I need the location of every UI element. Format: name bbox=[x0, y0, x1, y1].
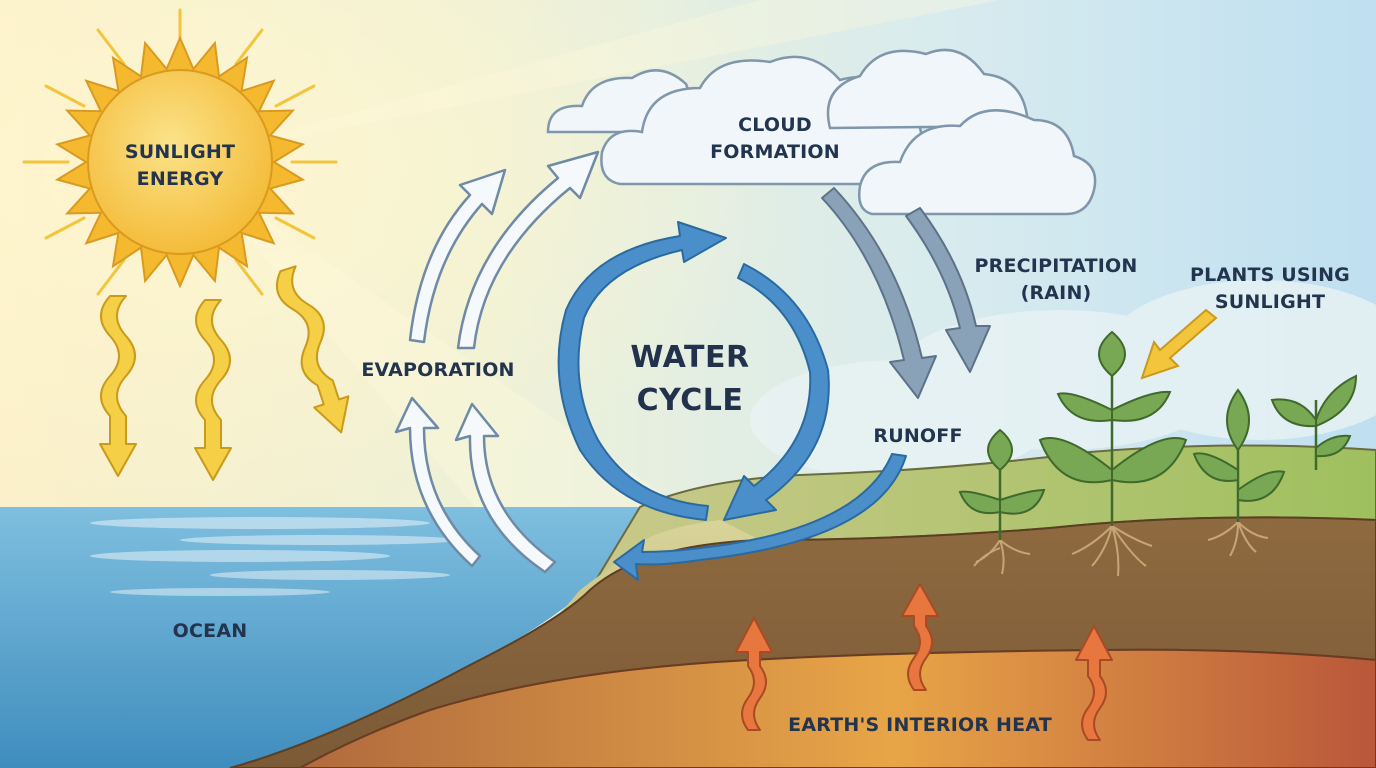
cycle-arrow-left bbox=[557, 221, 727, 521]
cloud-back bbox=[826, 48, 1030, 130]
sun bbox=[22, 8, 338, 296]
cycle-arrow-right bbox=[723, 263, 830, 521]
runoff-arrow bbox=[613, 453, 907, 581]
cloud-right bbox=[858, 109, 1097, 216]
ocean bbox=[0, 507, 640, 768]
plants-using-sunlight-label: PLANTS USING SUNLIGHT bbox=[1176, 262, 1364, 316]
diagram-title-line-2: CYCLE bbox=[636, 383, 744, 418]
ocean-label: OCEAN bbox=[172, 620, 248, 642]
ocean-shimmer bbox=[90, 517, 460, 596]
cloud-formation-label: CLOUD FORMATION bbox=[690, 112, 860, 166]
leaf bbox=[1226, 388, 1250, 452]
precipitation-arrow-1 bbox=[821, 187, 937, 399]
plant-roots bbox=[973, 521, 1269, 577]
leaf bbox=[1111, 390, 1172, 422]
evaporation-arrow-upper-right bbox=[456, 150, 600, 350]
plant-leaves bbox=[958, 330, 1358, 515]
plants-label-line-1: PLANTS USING bbox=[1190, 264, 1350, 286]
leaf bbox=[1111, 437, 1188, 484]
heat-arrow-2 bbox=[901, 583, 939, 691]
clouds bbox=[546, 48, 1097, 216]
leaf bbox=[999, 488, 1046, 515]
heat-arrow-3 bbox=[1075, 625, 1113, 741]
diagram-title: WATER CYCLE bbox=[600, 336, 780, 422]
precipitation-arrow-2 bbox=[905, 207, 991, 373]
sun-beams bbox=[180, 0, 1000, 560]
evaporation-arrow-lower-left bbox=[394, 396, 482, 568]
plants bbox=[958, 330, 1358, 577]
leaf bbox=[1270, 398, 1317, 428]
sunlight-arrow-2 bbox=[194, 299, 232, 481]
leaf bbox=[1315, 434, 1352, 458]
sunlight-arrows bbox=[99, 265, 350, 481]
sunlight-arrow-1 bbox=[99, 295, 137, 477]
cloud-formation-label-line-1: CLOUD bbox=[738, 114, 812, 136]
sunlight-energy-label: SUNLIGHT ENERGY bbox=[100, 139, 260, 193]
runoff-label: RUNOFF bbox=[873, 425, 963, 447]
sunlight-arrow-3 bbox=[276, 265, 350, 434]
sunlight-energy-label-line-1: SUNLIGHT bbox=[124, 141, 236, 163]
sunlight-energy-label-line-2: ENERGY bbox=[136, 168, 224, 190]
heat-arrow-1 bbox=[735, 617, 773, 731]
leaf bbox=[1038, 437, 1113, 484]
precipitation-label-line-2: (RAIN) bbox=[1020, 282, 1092, 304]
diagram-title-line-1: WATER bbox=[630, 340, 750, 375]
evaporation-label: EVAPORATION bbox=[361, 359, 515, 381]
leaf bbox=[1315, 374, 1358, 428]
cycle-arrows bbox=[557, 221, 830, 521]
plants-pointer-arrow bbox=[1140, 308, 1218, 380]
leaf bbox=[958, 490, 1001, 514]
precipitation-label-line-1: PRECIPITATION bbox=[974, 255, 1138, 277]
evaporation-arrow-lower-right bbox=[454, 402, 557, 574]
heat-arrows bbox=[735, 583, 1113, 741]
sun-body bbox=[87, 69, 273, 255]
evaporation-arrows bbox=[394, 150, 600, 574]
plants-label-line-2: SUNLIGHT bbox=[1214, 291, 1326, 313]
earths-interior-heat-label: EARTH'S INTERIOR HEAT bbox=[788, 714, 1052, 736]
cloud-formation-label-line-2: FORMATION bbox=[710, 141, 840, 163]
earth-interior bbox=[299, 648, 1376, 768]
evaporation-arrow-upper-left bbox=[408, 168, 507, 344]
leaf bbox=[1098, 330, 1126, 378]
leaf bbox=[1192, 452, 1239, 482]
precipitation-arrows bbox=[821, 187, 991, 399]
leaf bbox=[987, 428, 1013, 472]
leaf bbox=[1237, 470, 1286, 502]
precipitation-label: PRECIPITATION (RAIN) bbox=[958, 253, 1154, 307]
leaf bbox=[1056, 392, 1113, 422]
